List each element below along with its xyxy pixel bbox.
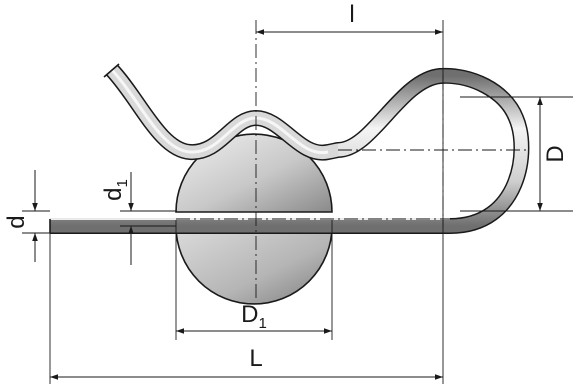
dimension-labels: l D d d1 D1 L xyxy=(3,1,569,372)
label-d: d xyxy=(3,215,30,228)
label-L: L xyxy=(249,345,262,372)
clip-wavy-leg xyxy=(103,63,340,161)
label-l: l xyxy=(349,1,354,28)
label-D1: D1 xyxy=(241,301,267,332)
label-d1: d1 xyxy=(100,179,131,201)
label-D: D xyxy=(542,145,569,162)
dimension-lines xyxy=(32,29,543,380)
